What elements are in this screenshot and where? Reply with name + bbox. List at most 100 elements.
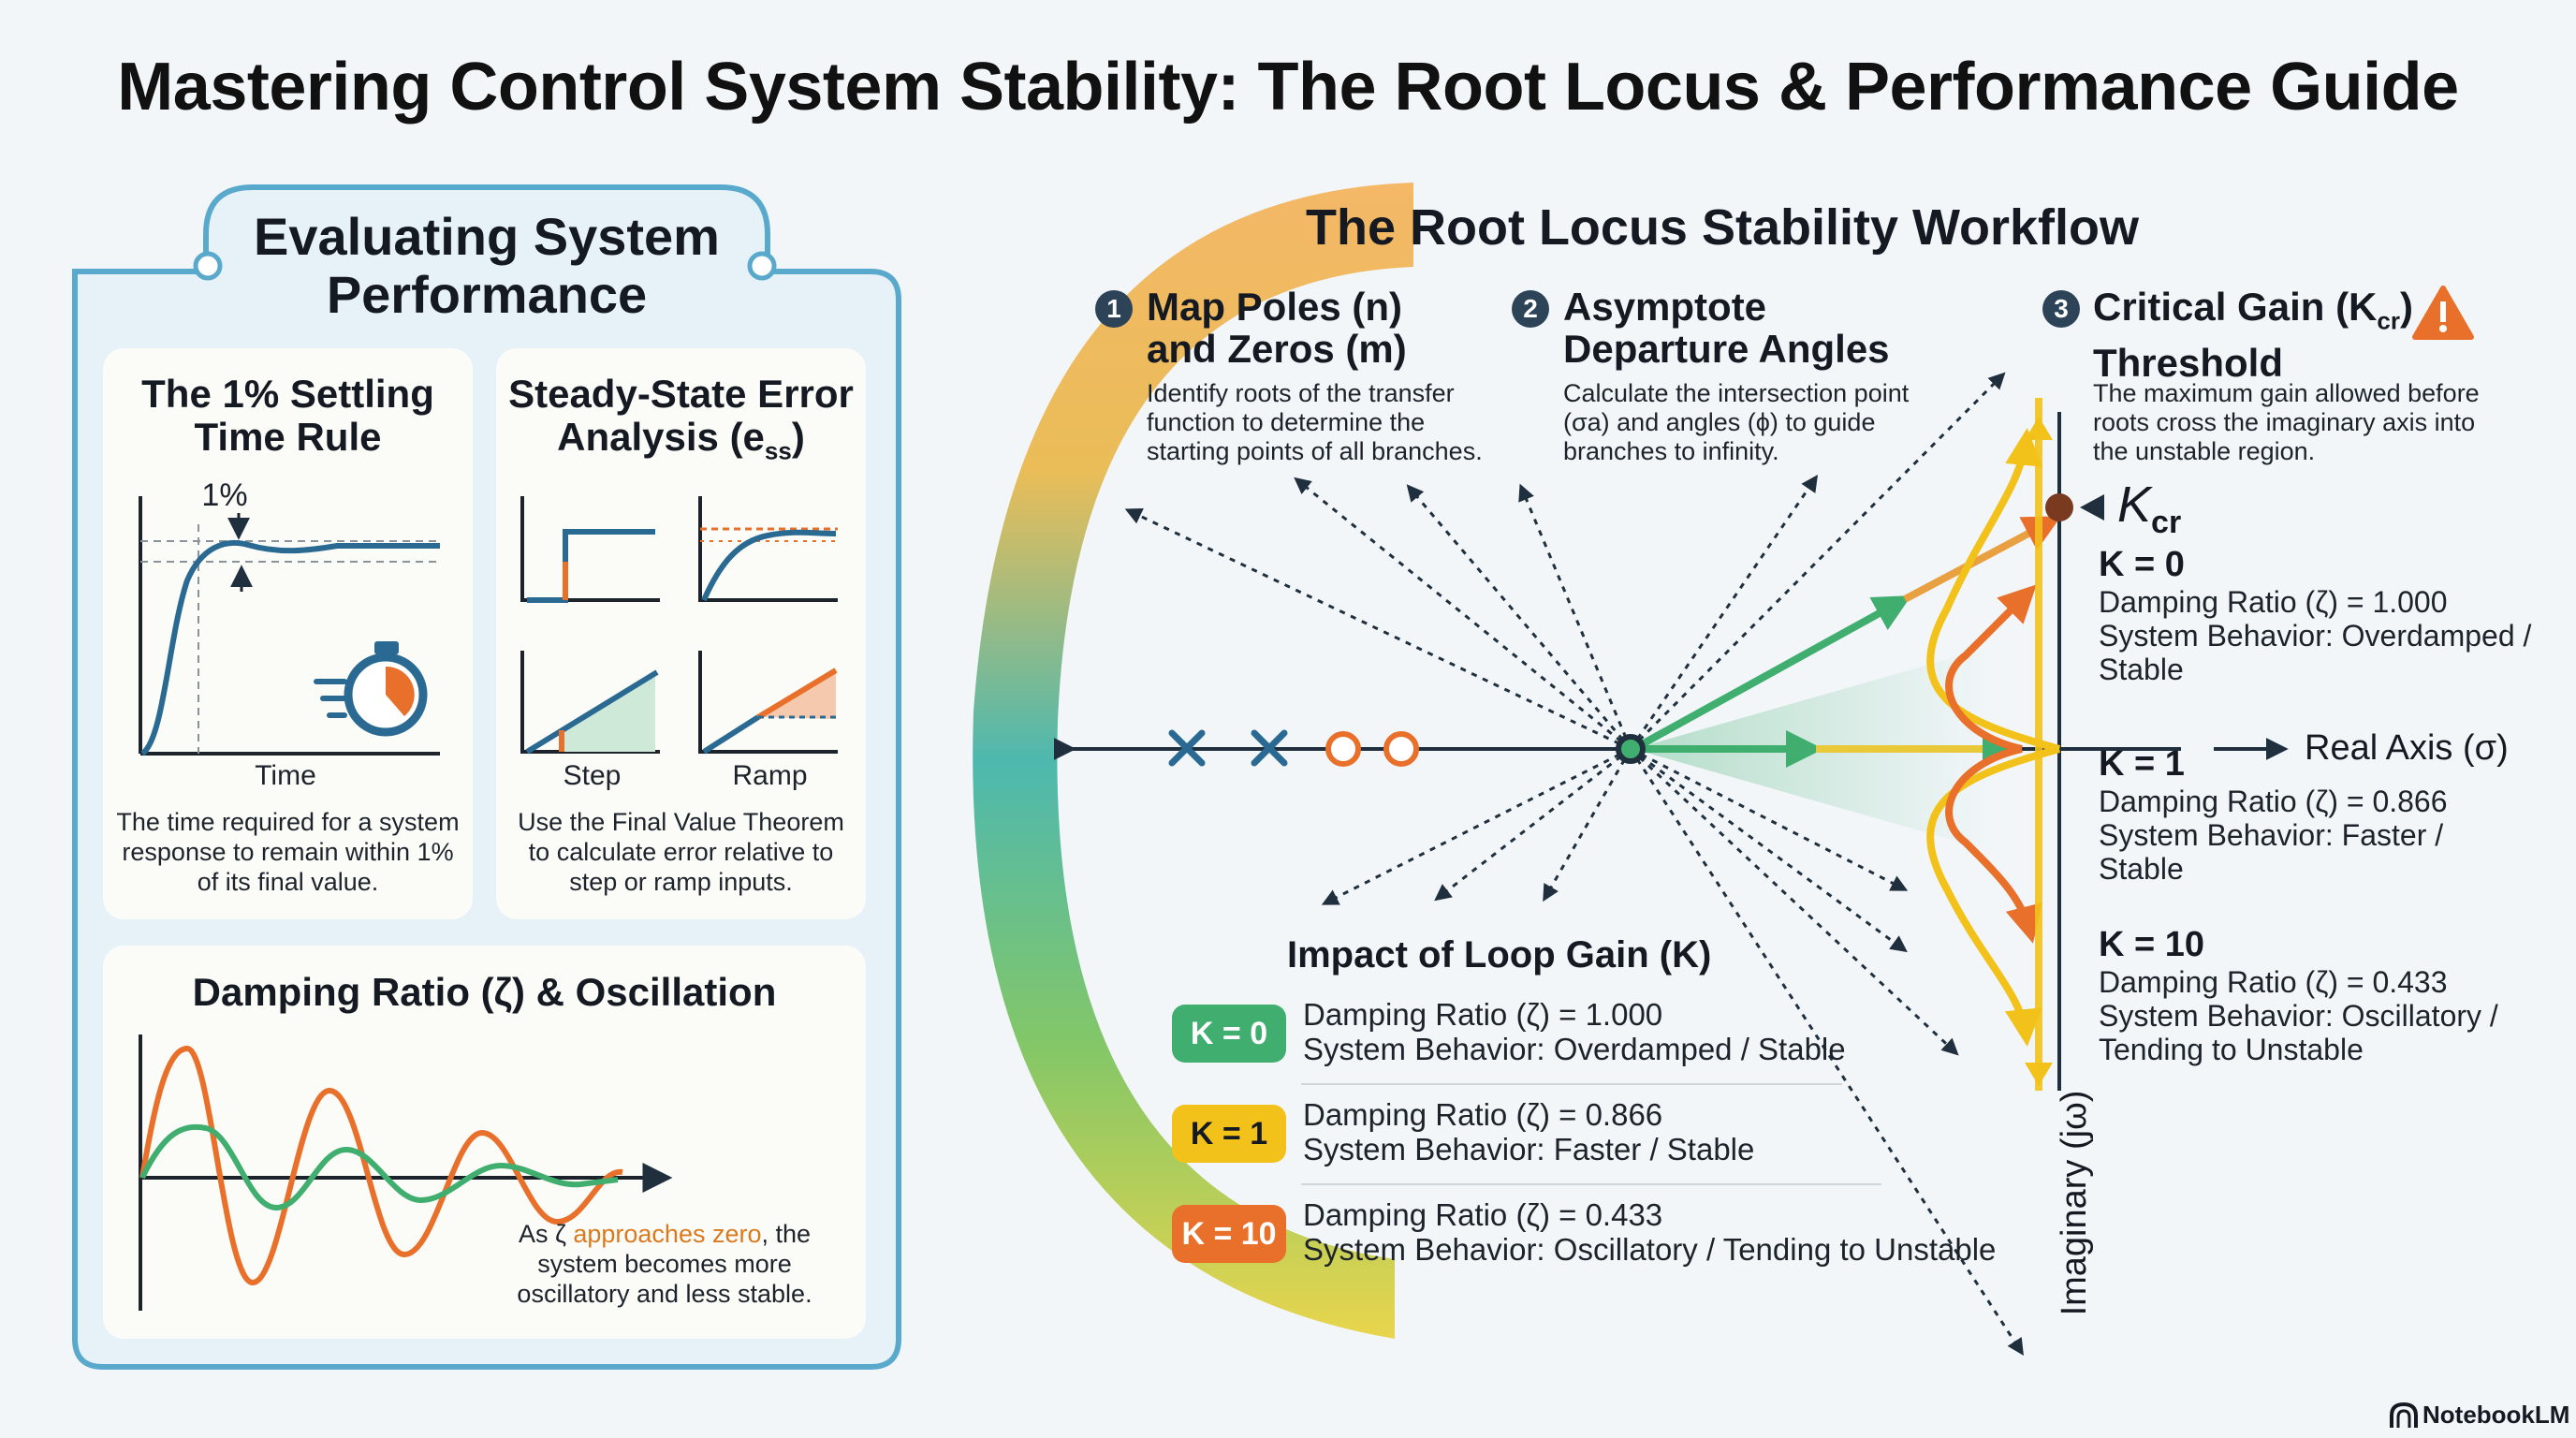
sse-description: Use the Final Value Theorem to calculate…	[501, 807, 861, 897]
impact-k10-zeta: Damping Ratio (ζ) = 0.433	[1303, 1197, 1663, 1232]
impact-k0-behavior: System Behavior: Overdamped / Stable	[1303, 1032, 1846, 1066]
asymptote-line	[1124, 508, 1632, 751]
step2-desc-line3: branches to infinity.	[1563, 437, 1779, 465]
step3-desc-line1: The maximum gain allowed before	[2093, 379, 2480, 407]
kcr-label-main: K	[2117, 477, 2152, 533]
k0-annotation: K = 0 Damping Ratio (ζ) = 1.000 System B…	[2099, 545, 2539, 686]
poles-zeros	[1168, 493, 2104, 767]
k0-behavior-line2: Stable	[2099, 653, 2184, 686]
sse-title: Steady-State Error Analysis (ess)	[496, 373, 866, 472]
k0-behavior-line1: System Behavior: Overdamped /	[2099, 619, 2532, 653]
impact-badge-k0: K = 0	[1172, 1005, 1286, 1063]
damping-note-highlight: approaches zero	[573, 1220, 762, 1248]
sse-title-prefix: Analysis (e	[557, 415, 765, 459]
asymptote-line	[1321, 747, 1632, 905]
asymptote-line	[1543, 748, 1632, 902]
asymptote-line	[1294, 477, 1632, 751]
settling-description: The time required for a system response …	[108, 807, 468, 897]
step3-title: Critical Gain (Kcr) Threshold	[2093, 286, 2430, 384]
k10-behavior-line2: Tending to Unstable	[2099, 1033, 2364, 1066]
step3-number: 3	[2042, 290, 2080, 328]
asymptote-line	[1629, 372, 2006, 751]
step1-desc-line3: starting points of all branches.	[1147, 437, 1483, 465]
damping-note-line1: As ζ approaches zero, the	[477, 1219, 852, 1249]
settling-title-line2: Time Rule	[194, 415, 382, 459]
warning-icon	[2412, 286, 2474, 340]
impact-badge-k1: K = 1	[1172, 1105, 1286, 1163]
impact-k10-behavior: System Behavior: Oscillatory / Tending t…	[1303, 1232, 1997, 1267]
k1-behavior-line2: Stable	[2099, 852, 2184, 886]
kcr-label: Kcr	[2117, 476, 2181, 541]
k0-label: K = 0	[2099, 545, 2185, 584]
notebooklm-logo-icon	[2390, 1401, 2418, 1428]
damping-note: As ζ approaches zero, the system becomes…	[477, 1219, 852, 1309]
root-locus-branches	[1632, 398, 2062, 1091]
step2-desc-line1: Calculate the intersection point	[1563, 379, 1910, 407]
impact-row-k1: Damping Ratio (ζ) = 0.866 System Behavio…	[1303, 1097, 1958, 1167]
k10-behavior-line1: System Behavior: Oscillatory /	[2099, 999, 2498, 1033]
zero-marker	[1325, 731, 1361, 767]
sse-desc-line2: to calculate error relative to	[528, 838, 834, 866]
step3-desc-line3: the unstable region.	[2093, 437, 2316, 465]
pole-marker	[1168, 729, 1206, 767]
step3-title-line1: Critical Gain (Kcr)	[2093, 286, 2430, 342]
workflow-title: The Root Locus Stability Workflow	[1305, 199, 2140, 256]
step2-title: Asymptote Departure Angles	[1563, 286, 1956, 370]
impact-title: Impact of Loop Gain (K)	[1287, 934, 1712, 976]
k1-label: K = 1	[2099, 744, 2185, 784]
left-panel-title-line1: Evaluating System	[254, 207, 720, 266]
kcr-label-sub: cr	[2151, 504, 2182, 540]
sse-ramp-response-chart	[698, 651, 838, 755]
settling-desc-line3: of its final value.	[197, 868, 379, 896]
asymptote-line	[1629, 747, 1959, 1056]
page-title: Mastering Control System Stability: The …	[117, 50, 2459, 125]
sse-title-line2: Analysis (ess)	[496, 416, 866, 472]
asymptote-line	[1434, 747, 1632, 902]
settling-x-axis-label: Time	[255, 760, 316, 791]
critical-gain-point	[2045, 493, 2073, 521]
impact-row-k0: Damping Ratio (ζ) = 1.000 System Behavio…	[1303, 997, 1958, 1066]
brand-label: NotebookLM	[2422, 1401, 2570, 1429]
settling-desc-line2: response to remain within 1%	[122, 838, 454, 866]
sse-step-response-chart	[698, 496, 838, 602]
step2-description: Calculate the intersection point (σa) an…	[1563, 379, 1956, 466]
real-axis-label: Real Axis (σ)	[2305, 728, 2509, 768]
k1-annotation: K = 1 Damping Ratio (ζ) = 0.866 System B…	[2099, 744, 2539, 886]
impact-row-k10: Damping Ratio (ζ) = 0.433 System Behavio…	[1303, 1197, 2014, 1267]
settling-title-line1: The 1% Settling	[141, 372, 434, 416]
impact-k1-zeta: Damping Ratio (ζ) = 0.866	[1303, 1097, 1663, 1132]
pole-marker	[1251, 729, 1288, 767]
imaginary-axis-label: Imaginary (jω)	[2055, 1090, 2094, 1316]
damping-oscillation-chart	[139, 1034, 673, 1311]
asymptote-line	[1518, 483, 1632, 750]
settling-time-chart	[139, 496, 440, 756]
sse-desc-line3: step or ramp inputs.	[569, 868, 793, 896]
damping-note-line3: oscillatory and less stable.	[517, 1280, 812, 1308]
step1-description: Identify roots of the transfer function …	[1147, 379, 1540, 466]
damping-note-suffix: , the	[761, 1220, 812, 1248]
step3-desc-line2: roots cross the imaginary axis into	[2093, 408, 2476, 436]
step3-title-line2: Threshold	[2093, 341, 2284, 386]
step1-title-line2: and Zeros (m)	[1147, 327, 1407, 371]
step1-title: Map Poles (n) and Zeros (m)	[1147, 286, 1540, 370]
step2-desc-line2: (σa) and angles (ϕ) to guide	[1563, 408, 1876, 436]
asymptote-line	[1630, 747, 1908, 953]
sse-title-line1: Steady-State Error	[508, 372, 854, 416]
sse-step-input-chart	[520, 496, 660, 603]
step1-title-line1: Map Poles (n)	[1147, 285, 1403, 329]
asymptote-centroid	[1616, 734, 1646, 764]
k10-label: K = 10	[2099, 925, 2205, 964]
zero-marker	[1383, 731, 1419, 767]
step2-title-line1: Asymptote	[1563, 285, 1767, 329]
panel-cards	[103, 348, 866, 1339]
stopwatch-icon	[314, 641, 428, 737]
step3-title-prefix: Critical Gain (K	[2093, 285, 2378, 329]
step3-description: The maximum gain allowed before roots cr…	[2093, 379, 2533, 466]
k10-zeta: Damping Ratio (ζ) = 0.433	[2099, 965, 2448, 999]
impact-separators	[1301, 1083, 1881, 1185]
step2-title-line2: Departure Angles	[1563, 327, 1890, 371]
left-panel-title-line2: Performance	[326, 265, 648, 324]
step1-desc-line2: function to determine the	[1147, 408, 1426, 436]
sse-step-ramp-chart	[520, 651, 660, 755]
